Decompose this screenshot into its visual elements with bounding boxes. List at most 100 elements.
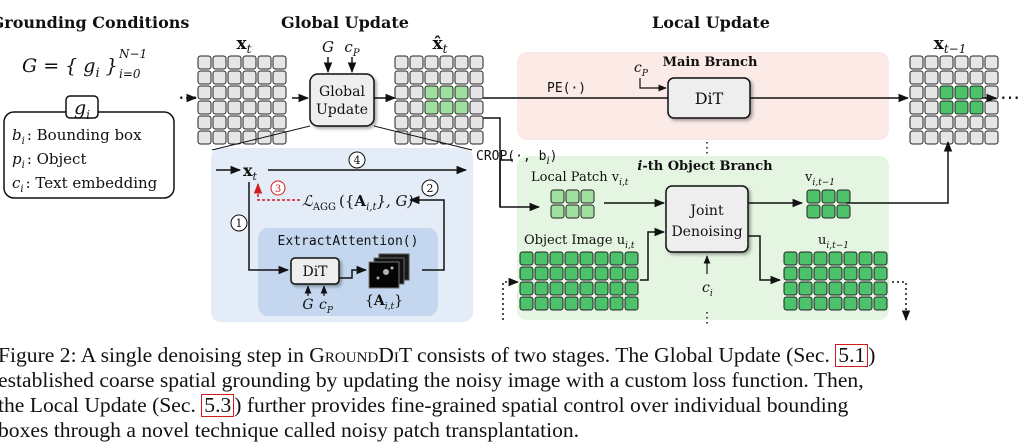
grid-cell [394, 100, 409, 115]
grid-cell [828, 251, 843, 266]
caption-line-3: the Local Update (Sec. 5.3) further prov… [0, 393, 849, 417]
grid-cell [909, 100, 924, 115]
grid-cell [939, 70, 954, 85]
grid-cell [394, 85, 409, 100]
grid-cell [424, 55, 439, 70]
grid-cell [424, 115, 439, 130]
section-ref-5-1[interactable]: 5.1 [835, 344, 869, 367]
grid-cell [227, 70, 242, 85]
grid-cell [242, 55, 257, 70]
grid-cell [954, 85, 969, 100]
grid-cell [836, 204, 851, 219]
grid-cell [828, 266, 843, 281]
grid-u-out [783, 251, 888, 311]
arrow-dit-to-attn [339, 265, 368, 279]
inner-dit-label: DiT [302, 264, 328, 280]
grid-cell [439, 115, 454, 130]
extract-attention-panel [258, 228, 438, 316]
inner-xt-label: xt [243, 161, 258, 183]
attention-label: {Ai,t} [365, 293, 403, 312]
grid-cell [798, 296, 813, 311]
grid-cell [197, 70, 212, 85]
grid-cell [594, 251, 609, 266]
grid-cell [624, 251, 639, 266]
step1-circle [230, 214, 248, 232]
grid-cell [454, 100, 469, 115]
grid-cell [197, 100, 212, 115]
grid-local-patch [550, 189, 595, 219]
grid-cell [594, 266, 609, 281]
formula-superscript: N−1 [118, 47, 147, 61]
joint-denoising-line1: Joint [688, 203, 724, 219]
grid-cell [424, 85, 439, 100]
grid-cell [534, 296, 549, 311]
joint-denoising-line2: Denoising [671, 224, 742, 240]
grid-cell [454, 70, 469, 85]
grid-cell [272, 100, 287, 115]
grid-cell [783, 296, 798, 311]
v-out-label: vi,t−1 [804, 170, 835, 188]
caption-line-1: Figure 2: A single denoising step in Gro… [0, 343, 876, 367]
grid-cell [227, 115, 242, 130]
caption-line-4: boxes through a novel technique called n… [0, 418, 580, 442]
grid-cell [272, 130, 287, 145]
grid-cell [212, 130, 227, 145]
grid-cell [843, 266, 858, 281]
grid-cell [272, 70, 287, 85]
main-branch-label: Main Branch [663, 55, 758, 70]
grid-cell [984, 70, 999, 85]
grid-cell [624, 281, 639, 296]
grid-cell [242, 100, 257, 115]
grid-cell [909, 70, 924, 85]
vdots-top: ⋮ [700, 140, 714, 156]
grid-cell [813, 251, 828, 266]
grid-cell [212, 55, 227, 70]
grid-cell [257, 70, 272, 85]
grid-cell [909, 115, 924, 130]
grid-cell [469, 85, 484, 100]
grid-cell [409, 115, 424, 130]
grid-cell [939, 115, 954, 130]
grids [197, 55, 999, 311]
attention-maps [368, 253, 410, 289]
grid-cell [954, 70, 969, 85]
grid-cell [609, 296, 624, 311]
grid-cell [579, 251, 594, 266]
grid-cell [954, 100, 969, 115]
grid-cell [969, 85, 984, 100]
figure-stage: Grounding Conditions Global Update Local… [0, 13, 1020, 442]
grid-cell [580, 189, 595, 204]
grid-cell [469, 115, 484, 130]
grid-cell [519, 281, 534, 296]
local-update-title: Local Update [652, 13, 770, 32]
grid-cell [924, 85, 939, 100]
grid-cell [873, 281, 888, 296]
grid-cell [873, 266, 888, 281]
grid-cell [828, 281, 843, 296]
grid-cell [783, 251, 798, 266]
step1-line [248, 182, 290, 275]
grid-cell [212, 85, 227, 100]
grid-object-image [519, 251, 639, 311]
step3-number: 3 [275, 184, 281, 195]
grid-cell [272, 85, 287, 100]
grid-cell [939, 85, 954, 100]
section-ref-5-3[interactable]: 5.3 [201, 394, 235, 417]
grid-cell [394, 130, 409, 145]
global-update-box [309, 73, 375, 127]
leading-ellipsis: ⋯ [178, 85, 198, 109]
grid-cell [624, 296, 639, 311]
grid-cell [828, 296, 843, 311]
arrow-image-to-joint [640, 227, 666, 281]
trailing-ellipsis: ⋯ [1000, 85, 1020, 109]
xt-label: xt [237, 34, 252, 56]
grid-cell [549, 266, 564, 281]
grid-cell [197, 130, 212, 145]
extract-attention-label: ExtractAttention() [278, 234, 419, 249]
grid-cell [609, 251, 624, 266]
formula-subscript: i=0 [119, 67, 141, 81]
step4-number: 4 [354, 154, 361, 167]
grid-cell [550, 189, 565, 204]
grid-cell [873, 296, 888, 311]
step2-circle [421, 179, 439, 197]
